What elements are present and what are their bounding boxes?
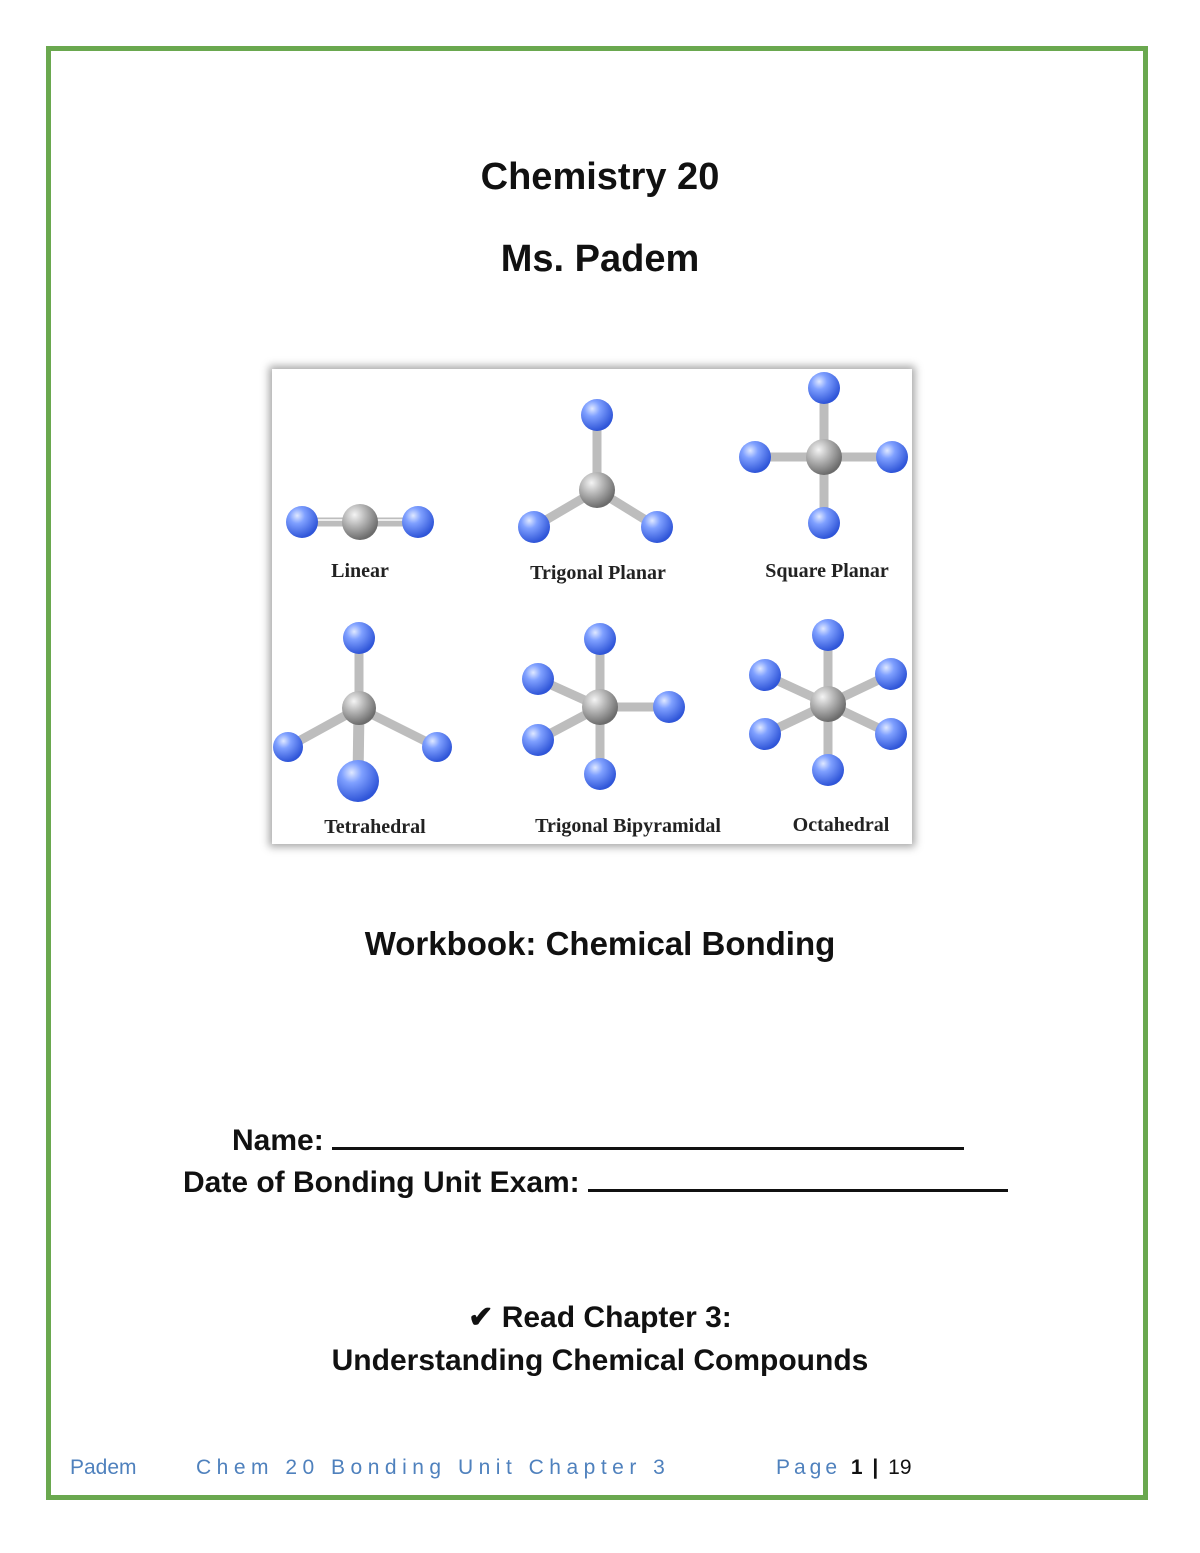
shape-label-linear: Linear xyxy=(331,560,389,582)
molecular-geometry-figure: Linear Trigonal Planar Square Planar xyxy=(272,369,912,844)
exam-date-blank-line[interactable] xyxy=(587,1169,1008,1192)
trigonal-bipyramidal-molecule xyxy=(522,623,685,790)
shape-label-octahedral: Octahedral xyxy=(793,814,890,836)
footer-page: Page 1 | 19 xyxy=(776,1456,912,1480)
exam-date-label: Date of Bonding Unit Exam: xyxy=(183,1166,580,1199)
name-field[interactable]: Name: xyxy=(232,1124,964,1158)
geometry-illustration: Linear Trigonal Planar Square Planar xyxy=(273,372,908,838)
reading-assignment-line1: ✔ Read Chapter 3: xyxy=(0,1300,1200,1335)
footer-page-separator: | xyxy=(872,1456,879,1479)
octahedral-molecule xyxy=(749,619,907,786)
reading-chapter: Read Chapter 3: xyxy=(501,1301,732,1334)
trigonal-planar-molecule xyxy=(518,399,673,543)
linear-molecule xyxy=(286,504,434,540)
workbook-title: Workbook: Chemical Bonding xyxy=(364,925,836,962)
tetrahedral-molecule xyxy=(273,622,452,802)
shape-label-tetrahedral: Tetrahedral xyxy=(324,816,426,838)
shape-label-square-planar: Square Planar xyxy=(765,560,889,582)
teacher-name: Ms. Padem xyxy=(500,238,700,280)
document-title: Chemistry 20 xyxy=(480,156,720,198)
shape-label-trigonal-bipyramidal: Trigonal Bipyramidal xyxy=(535,815,721,837)
square-planar-molecule xyxy=(739,372,908,539)
reading-assignment-line2: Understanding Chemical Compounds xyxy=(331,1344,869,1377)
name-blank-line[interactable] xyxy=(331,1127,964,1150)
shape-label-trigonal-planar: Trigonal Planar xyxy=(530,562,666,584)
footer-author: Padem xyxy=(70,1456,137,1479)
name-label: Name: xyxy=(232,1124,324,1157)
footer-page-total: 19 xyxy=(888,1456,912,1479)
footer-course: Chem 20 Bonding Unit Chapter 3 xyxy=(196,1456,671,1479)
exam-date-field[interactable]: Date of Bonding Unit Exam: xyxy=(183,1166,1008,1200)
footer-page-number: 1 xyxy=(850,1456,863,1479)
footer-page-word: Page xyxy=(776,1456,842,1479)
check-icon: ✔ xyxy=(468,1301,494,1334)
page-border xyxy=(46,46,1148,1500)
